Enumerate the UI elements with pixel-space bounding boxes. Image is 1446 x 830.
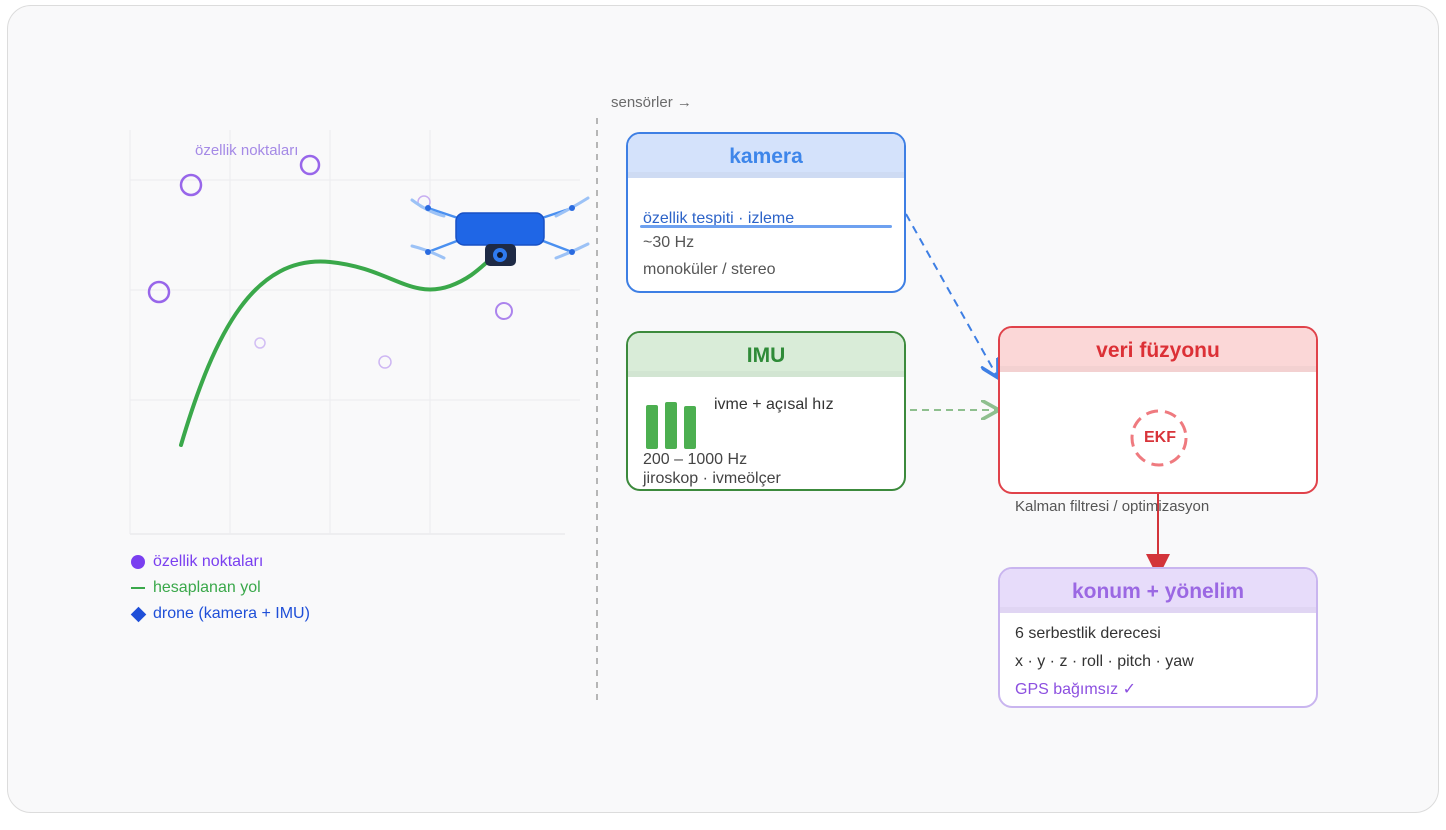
feature-point — [147, 280, 171, 304]
camera-title: kamera — [628, 134, 904, 178]
legend-path-label: hesaplanan yol — [153, 579, 261, 596]
imu-rate: 200 – 1000 Hz — [643, 451, 748, 468]
legend-line-icon — [131, 587, 145, 589]
ekf-badge: EKF — [1144, 429, 1176, 446]
camera-to-fusion-arrow — [905, 213, 997, 376]
feature-point — [378, 355, 392, 369]
feature-points — [147, 154, 513, 369]
legend-features-label: özellik noktaları — [153, 553, 264, 570]
pose-title: konum + yönelim — [1000, 569, 1316, 613]
estimated-path — [179, 253, 498, 447]
legend-drone: drone (kamera + IMU) — [130, 605, 310, 623]
imu-sensors: jiroskop · ivmeölçer — [643, 470, 781, 487]
imu-measures: ivme + açısal hız — [714, 396, 834, 413]
pose-axes: x · y · z · roll · pitch · yaw — [1015, 653, 1194, 670]
imu-card: IMU ivme + açısal hız 200 – 1000 Hz jiro… — [626, 331, 906, 491]
camera-card: kamera özellik tespiti · izleme ~30 Hz m… — [626, 132, 906, 293]
fusion-caption: Kalman filtresi / optimizasyon — [1015, 498, 1210, 515]
scene-grid — [129, 130, 580, 535]
drone-icon — [410, 196, 590, 266]
ekf-ring-icon — [1130, 409, 1188, 467]
feature-point — [299, 154, 321, 176]
pose-gps-independent: GPS bağımsız ✓ — [1015, 681, 1136, 698]
imu-bar — [665, 402, 677, 449]
feature-point — [179, 173, 203, 197]
feature-points-label: özellik noktaları — [195, 142, 299, 159]
feature-point — [495, 302, 513, 320]
fusion-title: veri füzyonu — [1000, 328, 1316, 372]
imu-bar — [646, 405, 658, 449]
legend-drone-label: drone (kamera + IMU) — [153, 605, 310, 622]
pose-dof: 6 serbestlik derecesi — [1015, 625, 1161, 642]
legend-dot-icon — [131, 555, 145, 569]
imu-title: IMU — [628, 333, 904, 377]
pose-card: konum + yönelim 6 serbestlik derecesi x … — [998, 567, 1318, 708]
legend-features: özellik noktaları — [131, 553, 263, 571]
imu-bar — [684, 406, 696, 449]
camera-rate: ~30 Hz — [643, 234, 695, 251]
legend-diamond-icon — [130, 606, 147, 622]
camera-feature-tracking: özellik tespiti · izleme — [643, 210, 795, 227]
camera-scan-line — [640, 225, 892, 228]
legend-path: hesaplanan yol — [131, 579, 261, 597]
feature-point — [254, 337, 266, 349]
camera-type: monoküler / stereo — [643, 261, 776, 278]
sensors-label: sensörler → — [611, 94, 692, 111]
